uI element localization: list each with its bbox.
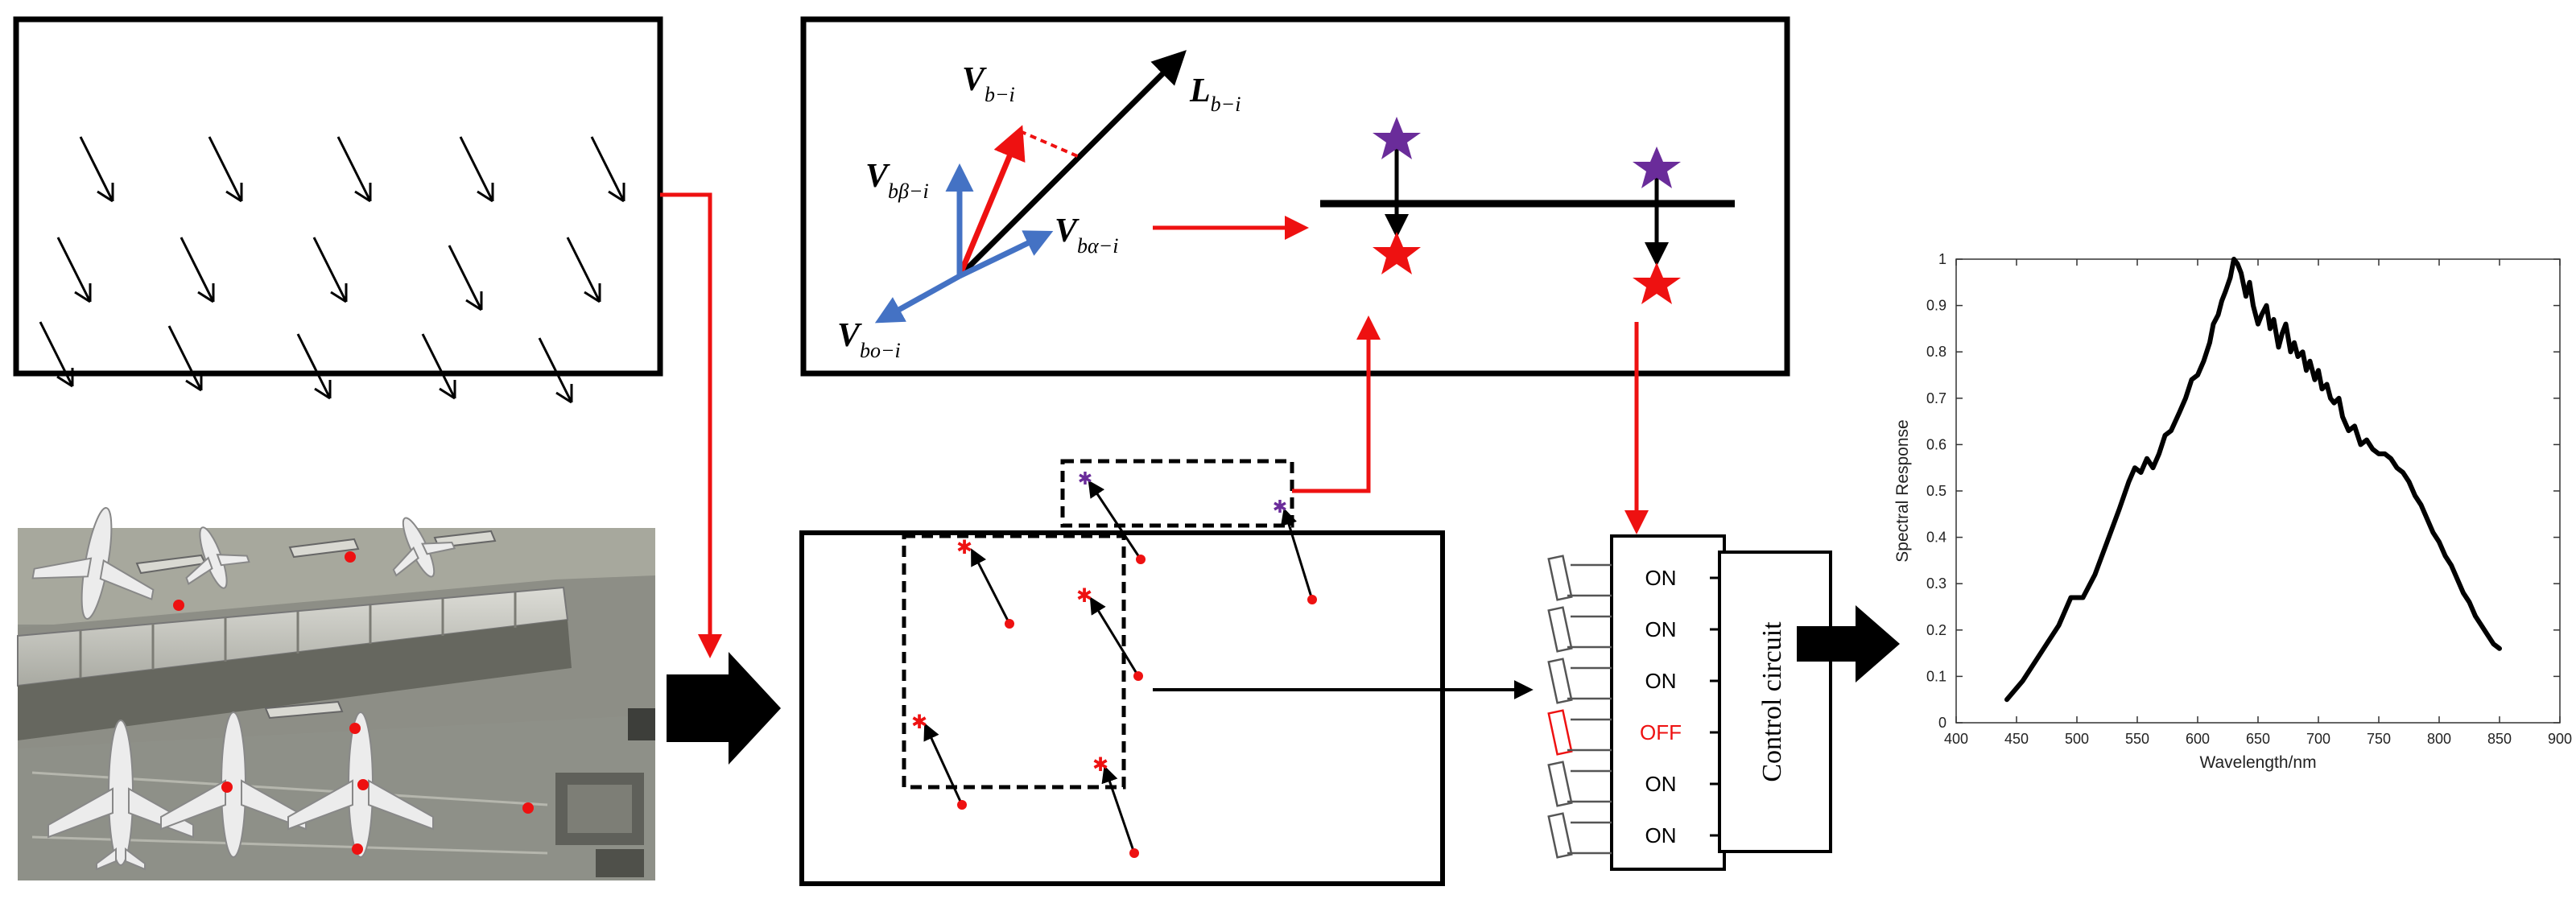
y-axis-label: Spectral Response: [1893, 419, 1912, 562]
track: ✱: [1273, 497, 1317, 604]
y-tick-label: 0: [1938, 715, 1946, 731]
switch-row: ON: [1547, 606, 1724, 653]
x-tick-label: 400: [1944, 731, 1968, 747]
switch-panel: ON ON ON OFF ON ON Control circuit: [1547, 534, 1832, 871]
spectral-response-chart: 400 450 500 550 600 650 700 750 800 850 900 0 0.1 0.2…: [1893, 251, 2572, 772]
x-tick-label: 850: [2487, 731, 2512, 747]
switch-row: ON: [1547, 555, 1724, 601]
x-tick-label: 450: [2004, 731, 2029, 747]
svg-text:✱: ✱: [1273, 497, 1287, 517]
x-tick-label: 800: [2427, 731, 2451, 747]
connector-arrow-field-to-frame: [660, 192, 722, 658]
x-tick-label: 550: [2125, 731, 2149, 747]
y-tick-label: 1: [1938, 251, 1946, 267]
svg-text:✱: ✱: [1078, 468, 1092, 489]
x-tick-label: 700: [2306, 731, 2330, 747]
y-tick-label: 0.3: [1926, 575, 1946, 592]
plot-area: [1955, 258, 2561, 724]
y-tick-label: 0.7: [1926, 390, 1946, 406]
aerial-image: [17, 507, 655, 880]
x-tick-label: 900: [2548, 731, 2572, 747]
label-vb-o: Vbo−i: [837, 317, 901, 362]
selection-box-top: [1060, 459, 1294, 528]
x-tick-label: 500: [2065, 731, 2089, 747]
switch-row: ON: [1547, 658, 1724, 704]
switch-row: OFF: [1547, 709, 1724, 756]
track: ✱: [1076, 585, 1143, 681]
micromirror-icon: [1547, 761, 1573, 807]
label-l: Lb−i: [1189, 72, 1241, 116]
label-vb-alpha: Vbα−i: [1055, 212, 1118, 258]
svg-text:✱: ✱: [956, 537, 972, 559]
y-tick-label: 0.8: [1926, 344, 1946, 360]
label-vb-beta: Vbβ−i: [865, 158, 929, 203]
y-tick-label: 0.5: [1926, 483, 1946, 499]
big-arrow-switches-to-chart: [1797, 605, 1900, 682]
spectral-response-line: [2004, 257, 2502, 703]
switch-column: [1610, 534, 1726, 871]
control-circuit-box: [1718, 551, 1832, 853]
y-tick-label: 0.6: [1926, 436, 1946, 452]
track: ✱: [1092, 754, 1139, 858]
connector-arrow-frame-to-vectors: [1292, 315, 1381, 493]
tracks: ✱ ✱ ✱ ✱ ✱ ✱: [911, 468, 1317, 858]
x-tick-label: 600: [2186, 731, 2210, 747]
x-axis-label: Wavelength/nm: [2199, 753, 2316, 772]
red-star-right: [1633, 262, 1681, 304]
switch-state-label: ON: [1645, 566, 1677, 590]
svg-text:✱: ✱: [1076, 585, 1092, 607]
switch-state-label: ON: [1645, 772, 1677, 796]
vb-alpha-vector: [958, 230, 1054, 279]
purple-star-right: [1633, 146, 1681, 188]
y-tick-label: 0.4: [1926, 530, 1946, 546]
red-star-left: [1373, 232, 1421, 274]
micromirror-icon: [1547, 709, 1573, 756]
x-tick-label: 750: [2367, 731, 2391, 747]
vb-o-vector: [874, 273, 961, 324]
track: ✱: [1078, 468, 1146, 564]
track: ✱: [911, 711, 967, 810]
switch-row: ON: [1547, 812, 1724, 859]
micromirror-icon: [1547, 658, 1573, 704]
l-vector: [957, 50, 1187, 278]
control-circuit-label: Control circuit: [1757, 621, 1787, 782]
switch-state-label: ON: [1645, 669, 1677, 693]
switch-state-label: ON: [1645, 823, 1677, 847]
vb-vector: [956, 125, 1026, 278]
switch-row: ON: [1547, 761, 1724, 807]
y-tick-label: 0.9: [1926, 298, 1946, 314]
track: ✱: [956, 537, 1014, 629]
y-tick-label: 0.1: [1926, 668, 1946, 684]
label-vb: Vb−i: [962, 61, 1015, 106]
selection-box-left: [902, 534, 1126, 790]
detection-dots: [173, 551, 534, 855]
y-tick-label: 0.2: [1926, 622, 1946, 638]
motion-field-box: [13, 16, 663, 377]
switch-state-label: ON: [1645, 617, 1677, 641]
svg-text:✱: ✱: [911, 711, 927, 733]
micromirror-icon: [1547, 555, 1573, 601]
svg-text:✱: ✱: [1092, 754, 1108, 776]
vector-decomposition-box: [800, 16, 1790, 377]
x-tick-label: 650: [2246, 731, 2270, 747]
switch-state-label: OFF: [1640, 720, 1682, 744]
micromirror-icon: [1547, 812, 1573, 859]
purple-star-left: [1373, 117, 1421, 159]
micromirror-icon: [1547, 606, 1573, 653]
big-arrow-image-to-frame: [667, 652, 781, 765]
